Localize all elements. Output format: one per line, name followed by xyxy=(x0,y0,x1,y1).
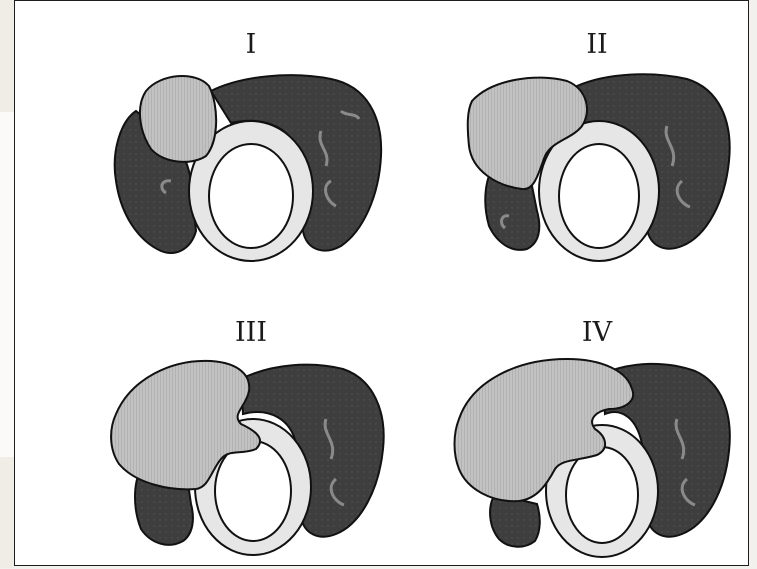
panel-i-illustration xyxy=(91,31,411,281)
panel-iv: IV xyxy=(437,319,757,569)
ring-inner xyxy=(559,144,639,248)
panel-ii: II xyxy=(437,31,757,281)
ring-inner xyxy=(566,447,638,543)
panel-iii-illustration xyxy=(91,319,411,569)
panel-iv-illustration xyxy=(437,319,757,569)
panel-ii-illustration xyxy=(437,31,757,281)
left-margin-panel xyxy=(0,112,15,457)
ring-inner xyxy=(215,441,291,541)
hatched-mass xyxy=(140,76,216,162)
figure-frame: I II III xyxy=(14,0,749,566)
ring-inner xyxy=(209,144,293,248)
left-margin-strip xyxy=(0,0,14,568)
panel-i: I xyxy=(91,31,411,281)
panel-iii: III xyxy=(91,319,411,569)
